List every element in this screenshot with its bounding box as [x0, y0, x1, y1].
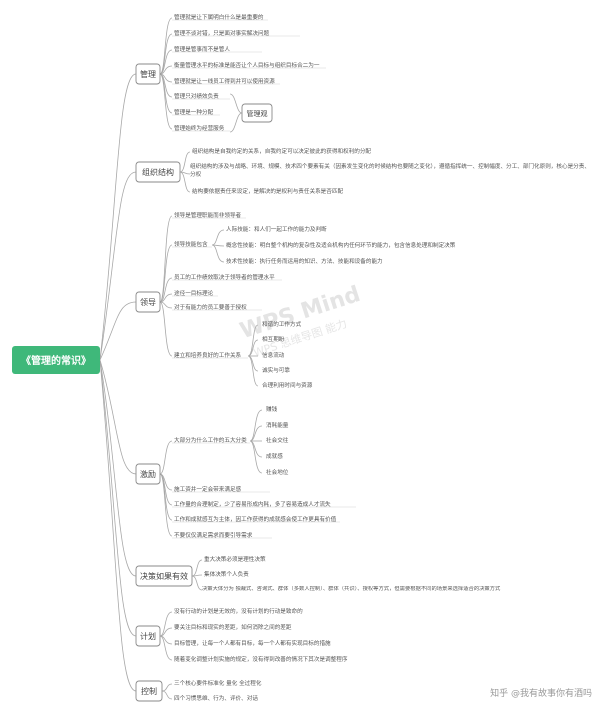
branch-juece-label: 决策如果有效	[140, 571, 188, 581]
branch-jili-label: 激励	[140, 469, 156, 479]
lingdao-item: 领导是管理职能而非领导者	[174, 211, 242, 219]
branch-jihua	[135, 625, 161, 647]
lingdao-item: 建立和培养良好的工作关系	[174, 351, 242, 359]
lingdao-skill: 人际技能：和人们一起工作的能力及判断	[226, 225, 327, 233]
jihua-item: 没有行动的计划是无效的，没有计划的行动是致命的	[174, 607, 303, 615]
jili-five: 赚钱	[266, 405, 278, 413]
lingdao-relation: 信息流动	[262, 351, 285, 359]
jili-item: 不要仅仅满足需求而要引导需求	[174, 531, 253, 539]
guanli-item: 衡量管理水平的标准是能否让个人目标与组织目标合二为一	[174, 61, 320, 69]
kongzhi-item: 三个核心要件标准化 量化 全过程化	[174, 679, 262, 687]
zuzhi-item: 组织结构的涉及与战略、环境、规模、技术四个要素有关（因素发生变化的时候结构也要随…	[190, 164, 590, 178]
guanli-item: 管理只对绩效负责	[174, 92, 219, 100]
juece-item: 决策大体分为 独裁式、咨询式、群体（多数人控制）、群体（共识）、授权等方式，但需…	[202, 586, 501, 592]
group-guanliguan-label: 管理观	[247, 109, 268, 118]
branch-jili	[135, 463, 161, 485]
branch-juece	[135, 565, 193, 587]
corner-watermark: 知乎 @我有故事你有酒吗	[490, 687, 592, 699]
zuzhi-item: 结构要依据责任来设定，是解决的是权利与责任关系是否匹配	[192, 187, 343, 195]
lingdao-item: 领导技能包含	[174, 240, 208, 248]
jili-item: 大部分为什么工作的五大分类	[174, 436, 247, 444]
branch-jihua-label: 计划	[140, 631, 156, 641]
jili-item: 工作量的合理制定，少了容易形成内耗，多了容易造成人才流失	[174, 500, 331, 508]
group-guanliguan	[241, 103, 273, 123]
lingdao-relation: 和谐的工作方式	[262, 320, 302, 328]
branch-kongzhi-label: 控制	[141, 686, 157, 696]
branch-lingdao-label: 领导	[140, 297, 156, 307]
guanli-item: 管理是管事而不是管人	[174, 45, 230, 53]
jili-five: 成就感	[266, 452, 283, 460]
zuzhi-item: 组织结构是自我约定的关系，自我约定可以决定彼此的获得和权利的分配	[192, 147, 371, 155]
lingdao-relation: 诚实与可靠	[262, 366, 290, 374]
jili-item: 工作和成就感互为主体，因工作获得的成就感会使工作更具有价值	[174, 515, 337, 523]
lingdao-item: 员工的工作绩效取决于领导者的管理水平	[174, 273, 275, 281]
connectors	[99, 17, 263, 700]
guanli-item: 管理始终为经营服务	[174, 124, 225, 132]
juece-item-wrap: 决策大体分为 独裁式、咨询式、群体（多数人控制）、群体（共识）、授权等方式，但需…	[202, 586, 501, 592]
lingdao-skill: 技术性技能：执行任务而运用的知识、方法、技能和设备的能力	[226, 257, 383, 265]
zuzhi-item-wrap: 组织结构的涉及与战略、环境、规模、技术四个要素有关（因素发生变化的时候结构也要随…	[190, 164, 590, 178]
branch-kongzhi	[135, 680, 163, 702]
lingdao-item: 对于有能力的员工要善于授权	[174, 303, 247, 311]
guanli-item: 管理就是让一线员工得到并可以使用资源	[174, 77, 275, 85]
jili-item: 施工资并一定会带来满足感	[174, 485, 242, 493]
jili-five: 社会交往	[266, 436, 289, 444]
juece-item: 重大决策必须是理性决策	[204, 555, 266, 563]
jihua-item: 要关注目标和现实的差距，如何消除之间的差距	[174, 623, 292, 631]
lingdao-relation: 合理利用时间与资源	[262, 381, 313, 389]
jili-five: 消耗能量	[266, 421, 289, 429]
lingdao-skill: 概念性技能：明白整个机构的复杂性及适合机构内任何环节的能力，包含信息处理和制定决…	[226, 241, 456, 249]
branch-guanli-label: 管理	[140, 69, 156, 79]
lingdao-item: 途径一目标理论	[174, 289, 214, 297]
branch-zuzhi-label: 组织结构	[142, 167, 174, 177]
leaf-underlines	[172, 19, 356, 539]
jihua-item: 目标管理，让每一个人都有目标，每一个人都有实现目标的措施	[174, 639, 331, 647]
root-node	[12, 346, 100, 374]
guanli-item: 管理是一种分配	[174, 108, 214, 116]
lingdao-relation: 相互期盼	[262, 335, 285, 343]
branch-lingdao	[135, 291, 161, 313]
branch-guanli	[135, 63, 161, 85]
kongzhi-item: 四个习惯思维、行为、评价、对话	[174, 694, 258, 702]
guanli-item: 管理就是让下属明白什么是最重要的	[174, 13, 264, 21]
guanli-item: 管理不谈对错，只是面对事实解决问题	[174, 29, 270, 37]
root-title: 《管理的常识》	[21, 354, 91, 367]
jili-five: 社会地位	[266, 468, 289, 476]
jihua-item: 随着变化调整计划实施的规定，没有得到改善的情况下其次是调整程序	[174, 655, 348, 663]
branch-zuzhi	[135, 161, 181, 183]
juece-item: 集体决策个人负责	[204, 570, 249, 578]
